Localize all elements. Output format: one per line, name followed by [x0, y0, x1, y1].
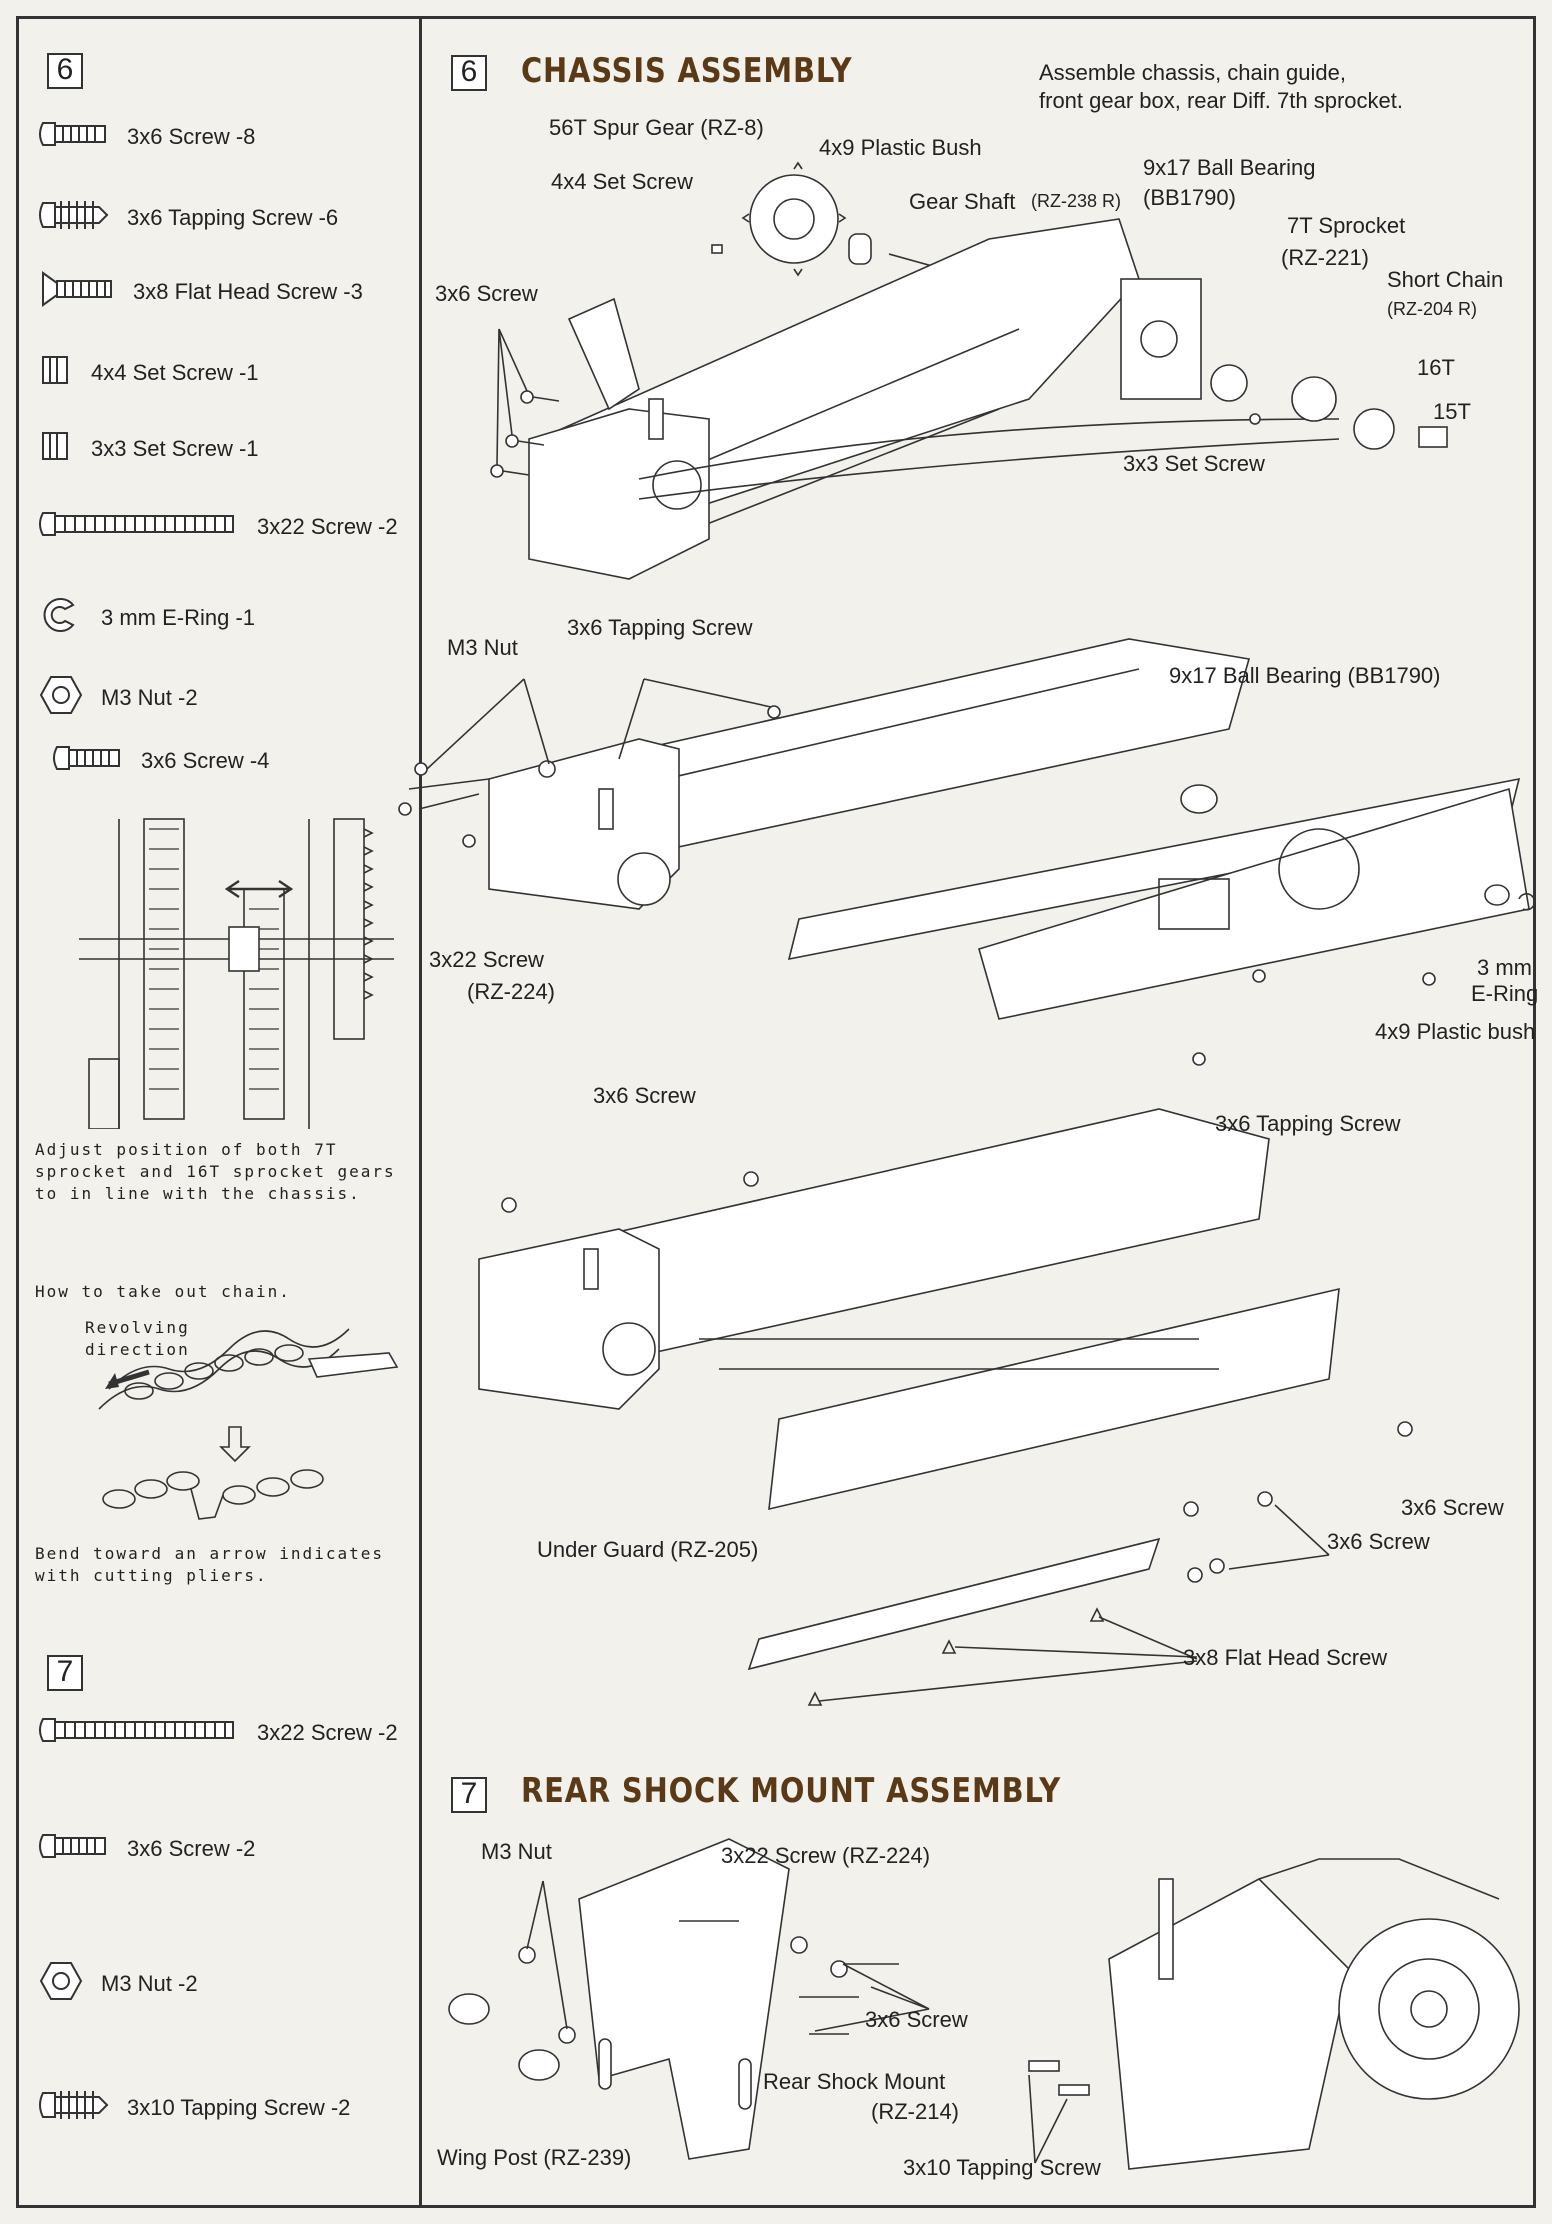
chain-removal-title: How to take out chain. [35, 1282, 291, 1301]
plastic-bush-b-label: 4x9 Plastic bush [1375, 1019, 1536, 1044]
flat-head-screw-label: 3x8 Flat Head Screw [1183, 1645, 1388, 1670]
parts-item-label: 3x8 Flat Head Screw -3 [133, 279, 363, 304]
parts-item-label: 3x10 Tapping Screw -2 [127, 2095, 351, 2120]
parts-list-item: 3x3 Set Screw -1 [39, 429, 259, 469]
chain-removal-illustration [98, 1328, 399, 1520]
screw-3x6-top-label: 3x6 Screw [435, 281, 538, 306]
parts-item-label: 4x4 Set Screw -1 [91, 360, 259, 385]
e-ring-label-b: E-Ring [1471, 981, 1539, 1006]
tapping-screw-low-label: 3x6 Tapping Screw [1215, 1111, 1401, 1136]
ball-bearing-b-label: 9x17 Ball Bearing (BB1790) [1169, 663, 1441, 688]
screw-3x6-lower-label: 3x6 Screw [593, 1083, 696, 1108]
rear-m3-nut-label: M3 Nut [481, 1839, 552, 1864]
parts-item-label: 3x22 Screw -2 [257, 514, 398, 539]
rear-shock-mount-diagram [448, 1838, 1520, 2170]
ball-bearing-label: 9x17 Ball Bearing [1143, 155, 1316, 180]
under-guard-label: Under Guard (RZ-205) [537, 1537, 759, 1562]
wing-post-label: Wing Post (RZ-239) [437, 2145, 632, 2170]
shock-mount-label: Rear Shock Mount [763, 2069, 946, 2094]
rear-step-number: 7 [451, 1777, 487, 1813]
column-divider [419, 19, 422, 2205]
parts-item-label: 3x6 Screw -4 [141, 748, 270, 773]
screw-3x22-label: 3x22 Screw [429, 947, 544, 972]
pan-screw-icon [53, 741, 141, 781]
chassis-description-2: front gear box, rear Diff. 7th sprocket. [1039, 88, 1403, 113]
chassis-middle-diagram [398, 638, 1536, 1066]
parts-list-item: 3x10 Tapping Screw -2 [39, 2085, 350, 2131]
parts-list-item: 3x6 Tapping Screw -6 [39, 195, 338, 241]
set-screw-icon [39, 353, 91, 393]
short-chain-code: (RZ-204 R) [1387, 299, 1478, 319]
screw-3x22-code: (RZ-224) [467, 979, 556, 1004]
shock-mount-code: (RZ-214) [871, 2099, 960, 2124]
rear-tapping-screw-label: 3x10 Tapping Screw [903, 2155, 1101, 2180]
rear-screw-3x6-label: 3x6 Screw [865, 2007, 968, 2032]
parts-list-item: 4x4 Set Screw -1 [39, 353, 259, 393]
set-screw-icon [39, 429, 91, 469]
set-screw-4x4-label: 4x4 Set Screw [551, 169, 693, 194]
parts-list-item: 3 mm E-Ring -1 [39, 593, 255, 643]
screw-3x6-right-b-label: 3x6 Screw [1327, 1529, 1430, 1554]
parts-list-item: M3 Nut -2 [39, 1959, 198, 2009]
short-chain-label: Short Chain [1387, 267, 1504, 292]
long-screw-icon [39, 507, 257, 547]
sprocket-alignment-illustration [79, 818, 394, 1129]
chassis-lower-diagram [478, 1108, 1413, 1706]
parts-list-item: 3x22 Screw -2 [39, 507, 398, 547]
parts-item-label: M3 Nut -2 [101, 1971, 198, 1996]
screw-3x6-right-a-label: 3x6 Screw [1401, 1495, 1504, 1520]
pan-screw-icon [39, 1829, 127, 1869]
spur-gear-label: 56T Spur Gear (RZ-8) [549, 115, 764, 140]
parts-item-label: 3x6 Tapping Screw -6 [127, 205, 339, 230]
parts-list-item: 3x6 Screw -4 [53, 741, 269, 781]
long-screw-icon [39, 1713, 257, 1753]
chassis-step-number: 6 [451, 55, 487, 91]
chassis-assembly-title: CHASSIS ASSEMBLY [521, 51, 853, 91]
parts-list-item: 3x8 Flat Head Screw -3 [39, 271, 363, 313]
step6-parts-number: 6 [47, 53, 83, 89]
tapping-screw-icon [39, 195, 127, 241]
parts-list-item: 3x22 Screw -2 [39, 1713, 398, 1753]
t15-label: 15T [1433, 399, 1471, 424]
hex-nut-icon [39, 1959, 101, 2009]
parts-item-label: 3x6 Screw -2 [127, 1836, 256, 1861]
plastic-bush-label: 4x9 Plastic Bush [819, 135, 982, 160]
parts-list-item: M3 Nut -2 [39, 673, 198, 723]
step7-parts-number: 7 [47, 1655, 83, 1691]
gear-shaft-label: Gear Shaft [909, 189, 1016, 214]
parts-item-label: 3 mm E-Ring -1 [101, 605, 256, 630]
parts-item-label: M3 Nut -2 [101, 685, 198, 710]
parts-list-item: 3x6 Screw -8 [39, 117, 255, 157]
parts-item-label: 3x22 Screw -2 [257, 1720, 398, 1745]
rear-screw-3x22-label: 3x22 Screw (RZ-224) [721, 1843, 931, 1868]
ball-bearing-code: (BB1790) [1143, 185, 1236, 210]
chassis-top-diagram [490, 161, 1448, 580]
sprocket-7t-code: (RZ-221) [1281, 245, 1370, 270]
t16-label: 16T [1417, 355, 1455, 380]
e-ring-label-a: 3 mm [1477, 955, 1532, 980]
flat-head-screw-icon [39, 271, 133, 313]
tapping-screw-mid-label: 3x6 Tapping Screw [567, 615, 753, 640]
chassis-description-1: Assemble chassis, chain guide, [1039, 60, 1346, 85]
sprocket-7t-label: 7T Sprocket [1287, 213, 1406, 238]
revolving-direction-label: Revolving direction [85, 1318, 190, 1359]
pan-screw-icon [39, 117, 127, 157]
parts-list-item: 3x6 Screw -2 [39, 1829, 255, 1869]
e-ring-icon [39, 593, 101, 643]
sprocket-adjust-note: Adjust position of both 7T sprocket and … [35, 1140, 396, 1203]
gear-shaft-code: (RZ-238 R) [1031, 191, 1122, 211]
tapping-screw-icon [39, 2085, 127, 2131]
parts-item-label: 3x6 Screw -8 [127, 124, 256, 149]
parts-item-label: 3x3 Set Screw -1 [91, 436, 259, 461]
rear-shock-title: REAR SHOCK MOUNT ASSEMBLY [521, 1771, 1061, 1811]
bend-note: Bend toward an arrow indicates with cutt… [35, 1544, 384, 1585]
hex-nut-icon [39, 673, 101, 723]
chassis-exploded-diagrams [398, 161, 1536, 2170]
set-screw-3x3-label: 3x3 Set Screw [1123, 451, 1265, 476]
m3-nut-label: M3 Nut [447, 635, 518, 660]
instruction-page: 6 3x6 Screw -8 3x6 Tapping Screw -6 3x8 Fl… [16, 16, 1539, 2208]
